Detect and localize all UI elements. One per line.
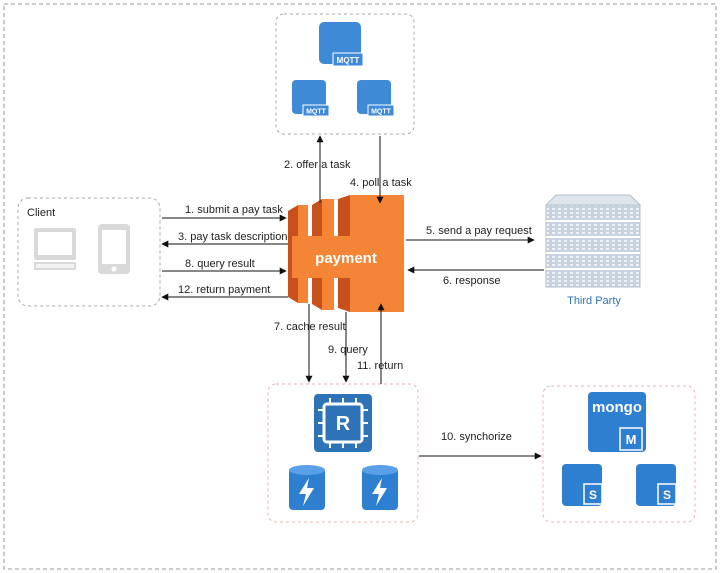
mongo-label: mongo — [592, 399, 642, 416]
edges — [161, 135, 544, 460]
mqtt-node-icon: MQTT — [357, 80, 395, 117]
mqtt-cluster: MQTT MQTT MQTT — [275, 13, 415, 135]
edge-label: 11. return — [357, 360, 403, 372]
redis-icon: R — [314, 394, 372, 452]
redis-label: R — [336, 413, 351, 435]
edge-label: 9. query — [328, 344, 368, 356]
third-party-group: Third Party — [544, 194, 642, 307]
edge-labels: 2. offer a task 4. poll a task 1. submit… — [178, 159, 532, 443]
mongo-slave-icon: S — [636, 464, 677, 506]
server-rack-icon — [544, 194, 642, 288]
outer-frame — [3, 3, 717, 570]
edge-label: 7. cache result — [274, 321, 346, 333]
payment-service-icon: payment — [288, 195, 404, 312]
mqtt-label: MQTT — [306, 109, 327, 116]
mongo-slave-label: S — [589, 488, 597, 502]
mqtt-label: MQTT — [371, 109, 392, 116]
mongo-master-label: M — [626, 432, 637, 447]
mongo-slave-label: S — [663, 488, 671, 502]
edge-label: 6. response — [443, 275, 500, 287]
mqtt-label: MQTT — [337, 56, 360, 65]
edge-label: 8. query result — [185, 258, 255, 270]
mongo-slave-icon: S — [562, 464, 603, 506]
edge-label: 1. submit a pay task — [185, 204, 283, 216]
edge-label: 10. synchorize — [441, 431, 512, 443]
edge-label: 3. pay task description — [178, 231, 287, 243]
mongo-cluster: mongo M S S — [542, 385, 696, 523]
dynamodb-icon — [362, 465, 398, 510]
edge-label: 5. send a pay request — [426, 225, 532, 237]
redis-cluster: R — [267, 383, 419, 523]
client-label: Client — [27, 207, 55, 219]
payment-label: payment — [315, 250, 377, 267]
client-group: Client — [17, 197, 161, 307]
edge-label: 2. offer a task — [284, 159, 351, 171]
desktop-icon — [34, 228, 76, 270]
mqtt-broker-icon: MQTT — [319, 22, 364, 67]
mongo-master-icon: mongo M — [588, 392, 646, 452]
mqtt-node-icon: MQTT — [292, 80, 330, 117]
edge-label: 4. poll a task — [350, 177, 412, 189]
third-party-label: Third Party — [567, 295, 621, 307]
edge-label: 12. return payment — [178, 284, 270, 296]
dynamodb-icon — [289, 465, 325, 510]
tablet-icon — [98, 224, 130, 274]
